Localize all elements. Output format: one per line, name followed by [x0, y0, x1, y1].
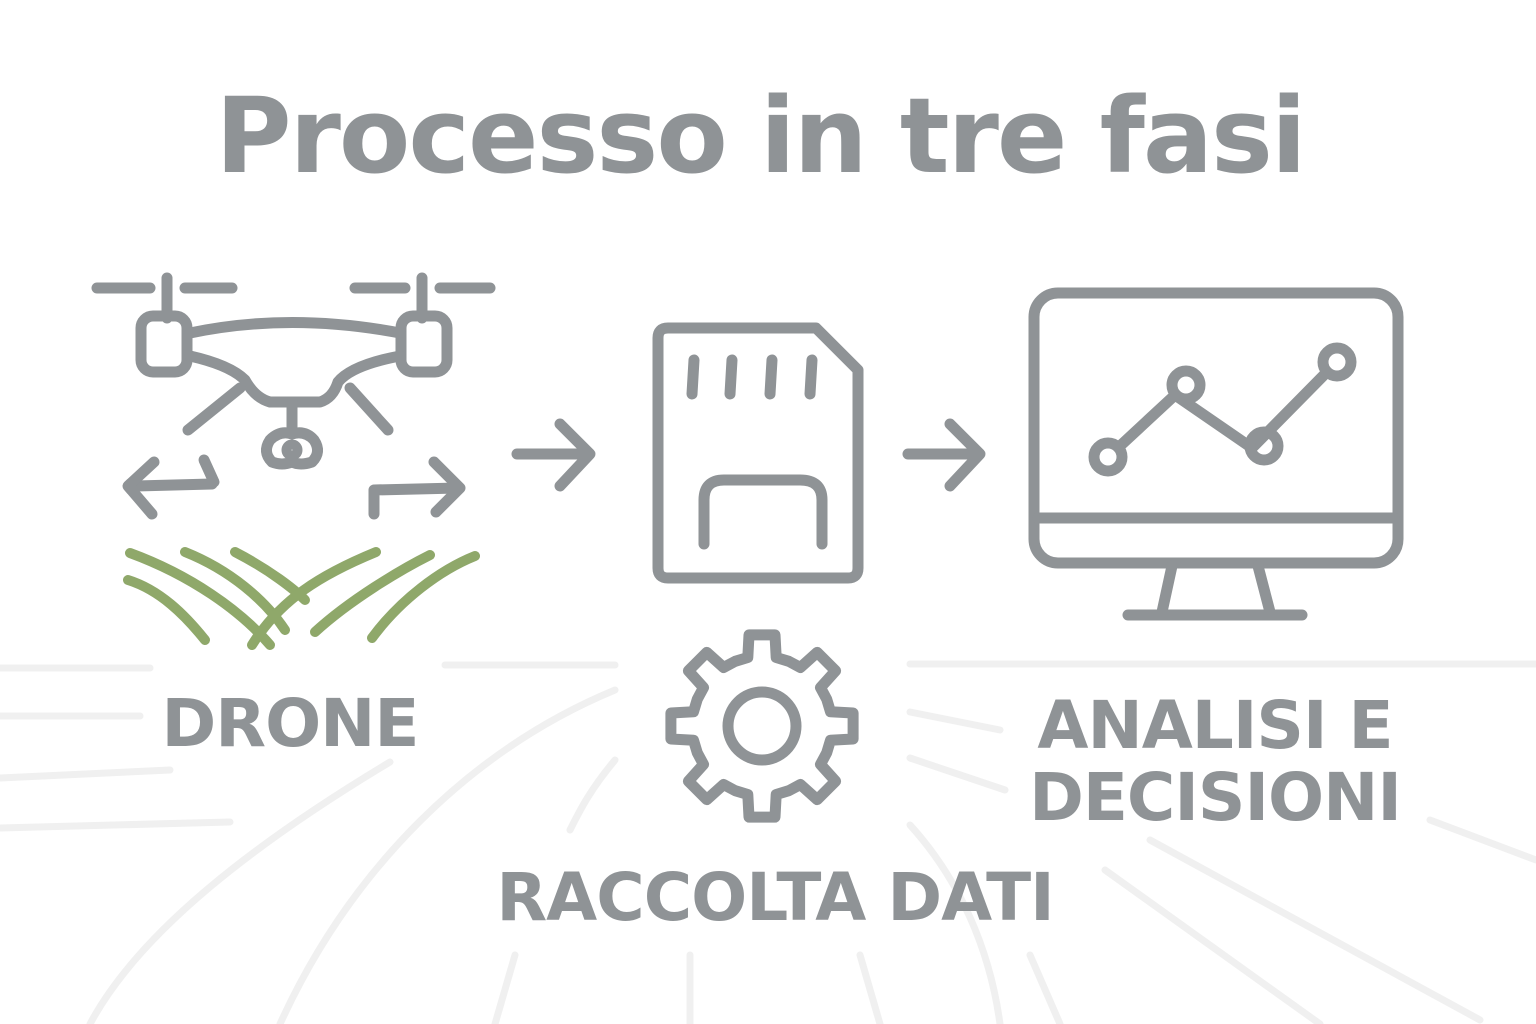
step-label-line: DECISIONI: [1029, 759, 1402, 836]
arrow-right-icon: [511, 418, 596, 492]
drone-icon: [91, 272, 496, 520]
background-field-lines: [0, 660, 1536, 1024]
arrow-right-icon: [902, 418, 986, 492]
gear-icon: [665, 629, 859, 823]
monitor-chart-icon: [1028, 287, 1404, 621]
field-crops-icon: [123, 547, 480, 650]
step-label-raccolta-dati: RACCOLTA DATI: [496, 859, 1054, 936]
step-label-drone: DRONE: [161, 685, 419, 762]
step-label-analisi-decisioni: ANALISI E DECISIONI: [1010, 690, 1420, 834]
page-title: Processo in tre fasi: [215, 75, 1306, 197]
step-label-line: ANALISI E: [1037, 687, 1393, 764]
sd-card-icon: [652, 322, 864, 584]
